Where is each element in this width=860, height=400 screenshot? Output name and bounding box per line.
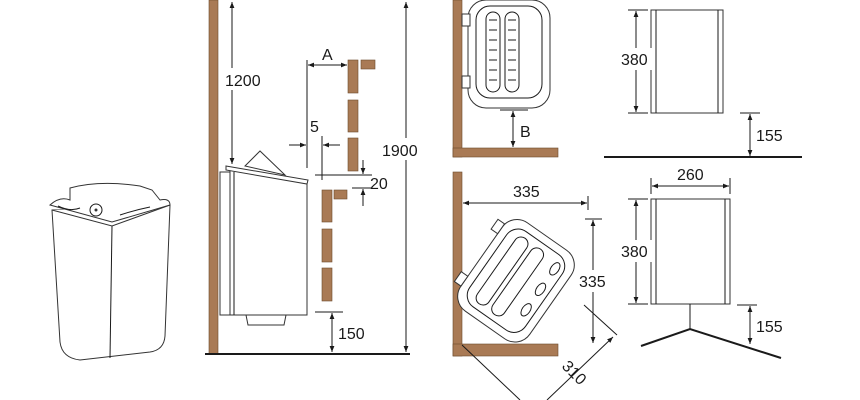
dim-total-height: 1900 [382,143,418,160]
wall-top-view-diagram: B [452,0,559,158]
wall [208,0,219,355]
dim-height: 380 [621,244,648,261]
heater-side [219,150,309,326]
dim-bench-gap: 20 [370,176,388,193]
corner-top-view-diagram: 335 335 310 [452,171,618,400]
dim-A: A [322,47,333,64]
dim-gap: 5 [310,119,319,136]
corner-front-view-diagram: 260 380 155 [620,167,783,359]
dim-height: 380 [621,52,648,69]
dim-B: B [520,124,531,141]
dim-width: 260 [677,167,704,184]
dim-ceiling-to-heater: 1200 [225,73,261,90]
dim-diag: 310 [558,358,589,389]
dim-y: 335 [579,274,606,291]
dim-floor: 155 [756,319,783,336]
heater-top-corner [453,218,575,343]
heater-top [461,0,551,109]
side-view-diagram: 1200 1900 A [205,0,426,355]
dim-x: 335 [513,184,540,201]
dim-floor-to-heater: 150 [338,326,365,343]
heater-perspective-illustration [48,182,171,361]
wall-front-view-diagram: 380 155 [604,9,802,158]
dim-floor: 155 [756,128,783,145]
bench-blocks [321,59,376,302]
